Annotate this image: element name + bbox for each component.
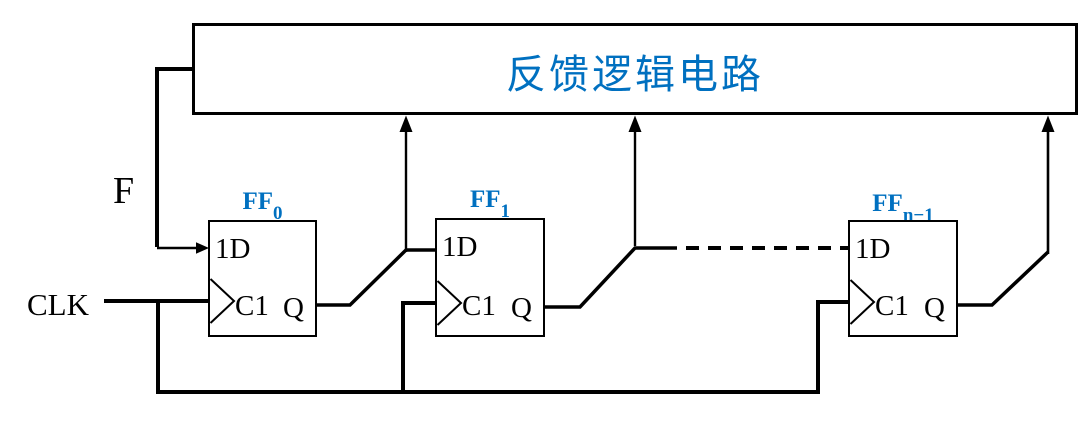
ff0-label: FF0: [208, 188, 317, 223]
arrowhead-tap1-icon: [628, 115, 642, 132]
wire-qn: [956, 250, 1050, 307]
ff1-port-c1: C1: [462, 290, 496, 322]
wire-q1: [543, 246, 677, 309]
feedback-logic-box: 反馈逻辑电路: [192, 23, 1078, 115]
ff1-port-q: Q: [511, 292, 532, 324]
arrowhead-d0-icon: [196, 242, 209, 254]
arrowhead-tap0-icon: [399, 115, 413, 132]
wire-clk-branch-ff1: [401, 301, 437, 392]
ff1-label-base: FF: [469, 186, 501, 213]
ff1-label-sub: 1: [500, 201, 511, 223]
ffn1-label-base: FF: [872, 190, 903, 217]
ff0-label-base: FF: [242, 188, 274, 215]
ff1-port-1d: 1D: [442, 231, 478, 263]
ff0-port-1d: 1D: [215, 233, 251, 265]
ff0-clock-edge-icon: [209, 278, 236, 324]
arrowhead-tapn-icon: [1041, 115, 1055, 132]
ff1-label: FF1: [435, 186, 545, 221]
ffn1-port-q: Q: [924, 292, 945, 324]
ff0-box: 1D C1 Q: [208, 220, 317, 337]
ff0-port-c1: C1: [235, 290, 269, 322]
ff0-label-sub: 0: [273, 203, 283, 225]
ff1-clock-edge-icon: [436, 280, 463, 326]
ffn1-clock-edge-icon: [849, 279, 876, 325]
ff1-box: 1D C1 Q: [435, 218, 545, 337]
wire-feedback-f: [155, 67, 194, 247]
ff0-port-q: Q: [283, 292, 304, 324]
signal-label-clk: CLK: [27, 287, 89, 322]
feedback-logic-label: 反馈逻辑电路: [506, 52, 764, 98]
wire-q0-to-d1: [315, 248, 437, 307]
ffn1-port-c1: C1: [875, 290, 909, 322]
ffn1-box: 1D C1 Q: [848, 220, 958, 337]
signal-label-f: F: [113, 170, 135, 212]
wire-clk-rail: [156, 299, 850, 394]
ffn1-label: FFn−1: [848, 190, 958, 225]
ffn1-port-1d: 1D: [855, 233, 891, 265]
